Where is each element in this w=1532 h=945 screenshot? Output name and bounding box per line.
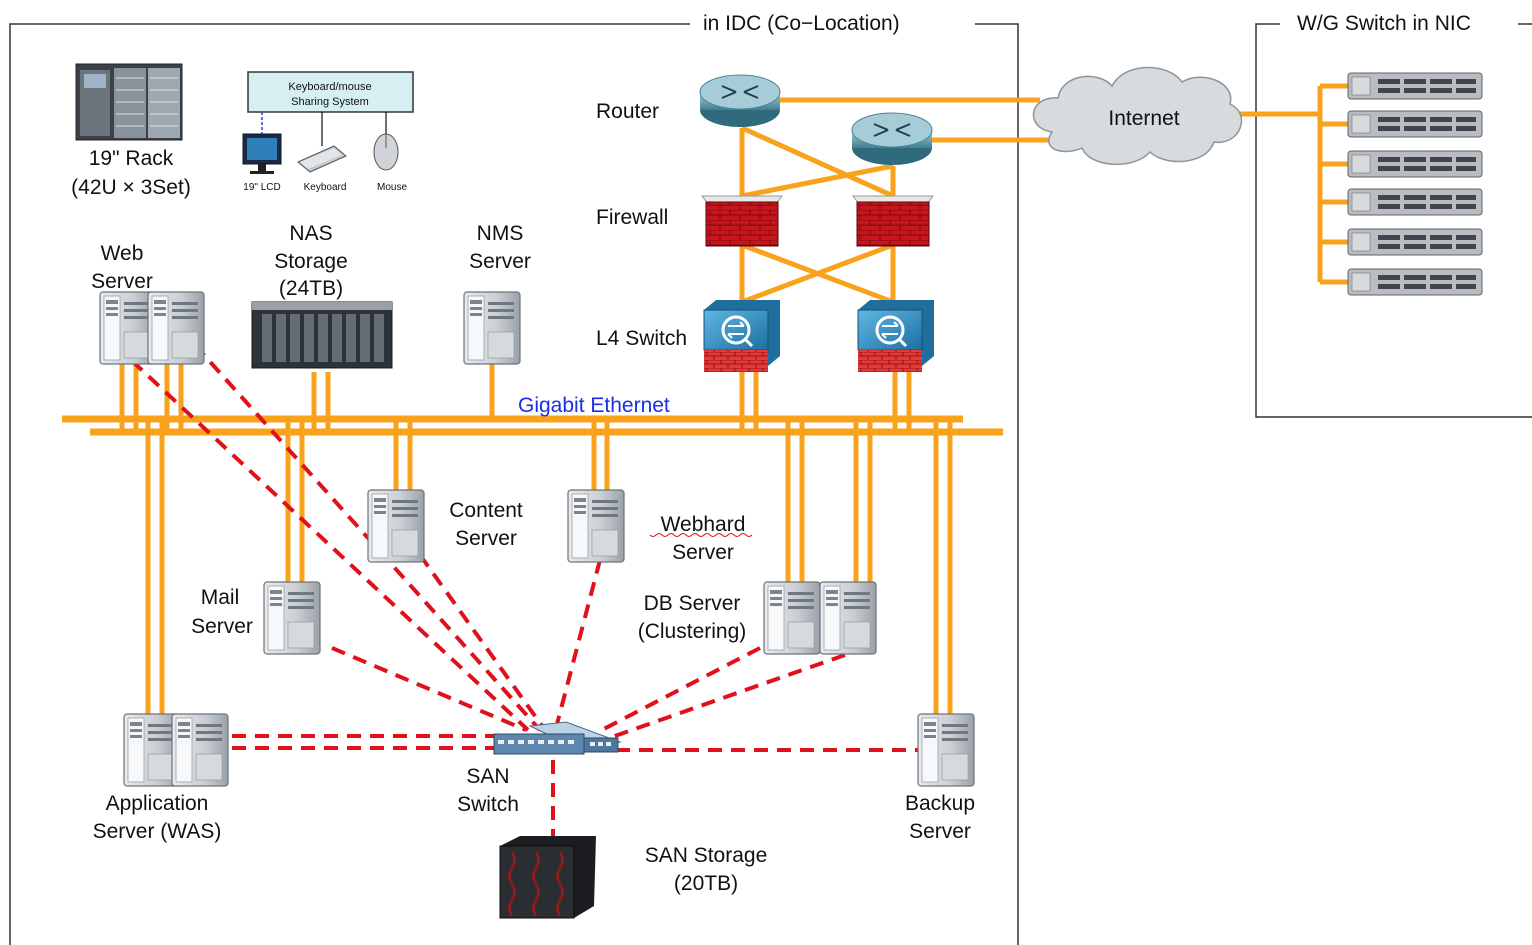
backup-server-icon xyxy=(917,713,975,787)
gigabit-ethernet-label: Gigabit Ethernet xyxy=(518,394,670,417)
firewall-label: Firewall xyxy=(596,206,668,229)
backup-label-1: Backup xyxy=(905,792,975,815)
ethernet-links xyxy=(62,83,1348,716)
content-label-1: Content xyxy=(449,499,523,522)
mail-server-icon xyxy=(263,581,321,655)
mouse-label: Mouse xyxy=(377,182,407,193)
san-storage-label-2: (20TB) xyxy=(674,872,738,895)
internet-cloud: Internet xyxy=(1032,66,1243,165)
content-label-2: Server xyxy=(455,527,517,550)
webhard-server-icon xyxy=(567,489,625,563)
nms-label-2: Server xyxy=(469,250,531,273)
db-label-2: (Clustering) xyxy=(638,620,747,643)
nic-region-label: W/G Switch in NIC xyxy=(1297,12,1471,35)
mouse-icon xyxy=(373,133,399,171)
router-1 xyxy=(699,74,781,127)
keyboard-label: Keyboard xyxy=(304,182,347,193)
l4-switch-1 xyxy=(703,300,780,372)
webhard-label-1: Webhard xyxy=(661,513,746,536)
lcd-label: 19" LCD xyxy=(243,182,280,193)
db-label-1: DB Server xyxy=(644,592,741,615)
app-label-1: Application xyxy=(106,792,209,815)
nms-label-1: NMS xyxy=(477,222,524,245)
kvm-title-1: Keyboard/mouse xyxy=(288,81,371,93)
san-switch-label-2: Switch xyxy=(457,793,519,816)
keyboard-icon xyxy=(297,145,347,173)
l4-switch-2 xyxy=(857,300,934,372)
router-2 xyxy=(851,112,933,165)
backup-label-2: Server xyxy=(909,820,971,843)
nas-label-2: Storage xyxy=(274,250,348,273)
app-server-icon xyxy=(123,713,229,787)
rack-label-1: 19" Rack xyxy=(89,147,174,170)
rack-icon xyxy=(75,63,183,141)
nas-label-3: (24TB) xyxy=(279,277,343,300)
rack-label-2: (42U × 3Set) xyxy=(71,176,191,199)
san-switch-icon xyxy=(493,721,622,755)
firewall-2 xyxy=(852,195,934,247)
nas-label-1: NAS xyxy=(289,222,332,245)
san-switch-label-1: SAN xyxy=(466,765,509,788)
app-label-2: Server (WAS) xyxy=(93,820,222,843)
web-server-icon xyxy=(99,291,205,365)
lcd-monitor-icon xyxy=(242,133,282,174)
mail-label-1: Mail xyxy=(201,586,240,609)
webhard-label-2: Server xyxy=(672,541,734,564)
content-server-icon xyxy=(367,489,425,563)
san-storage-label-1: SAN Storage xyxy=(645,844,768,867)
l4-switch-label: L4 Switch xyxy=(596,327,687,350)
web-server-label-1: Web xyxy=(101,242,144,265)
mail-label-2: Server xyxy=(191,615,253,638)
web-server-label-2: Server xyxy=(91,270,153,293)
nic-region: W/G Switch in NIC xyxy=(1255,12,1532,418)
kvm-title-2: Sharing System xyxy=(291,96,369,108)
nms-server-icon xyxy=(463,291,521,365)
spellcheck-underline xyxy=(649,533,753,537)
kvm-system: Keyboard/mouse Sharing System 19" LCD Ke… xyxy=(242,71,414,193)
idc-region: in IDC (Co−Location) xyxy=(9,12,1019,945)
nas-storage-icon xyxy=(251,301,393,369)
db-server-icon xyxy=(763,581,877,655)
idc-region-label: in IDC (Co−Location) xyxy=(703,12,900,35)
san-storage-icon xyxy=(499,836,596,919)
firewall-1 xyxy=(701,195,783,247)
nic-switch-stack xyxy=(1347,72,1483,296)
router-label: Router xyxy=(596,100,659,123)
internet-label: Internet xyxy=(1108,107,1179,130)
